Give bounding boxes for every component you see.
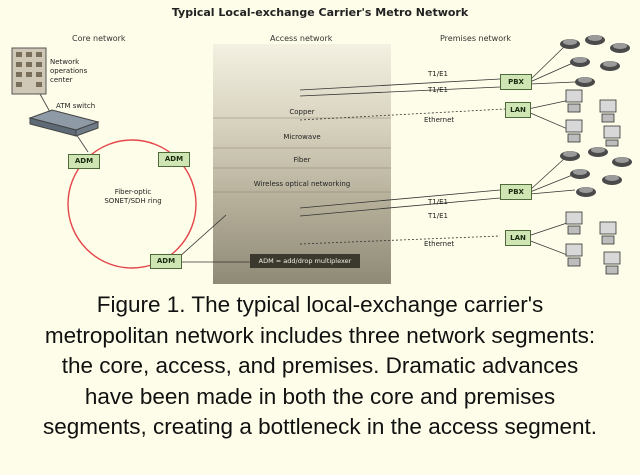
telephone-icon	[575, 77, 595, 87]
caption-line: have been made in both the core and prem…	[84, 383, 556, 409]
figure-caption: Figure 1. The typical local-exchange car…	[0, 290, 640, 443]
computer-icon	[603, 125, 621, 147]
telephone-icon	[576, 187, 596, 197]
link-t1-label: T1/E1	[428, 86, 448, 94]
caption-line: metropolitan network includes three netw…	[44, 322, 596, 348]
diagram-title: Typical Local-exchange Carrier's Metro N…	[171, 6, 469, 19]
premises-network-label: Premises network	[440, 34, 512, 43]
telephone-icon	[612, 157, 632, 167]
computer-icon	[565, 211, 583, 235]
lan-box: LAN	[505, 102, 531, 118]
pbx-box: PBX	[500, 184, 532, 200]
atm-switch-icon	[28, 109, 100, 137]
sonet-ring	[67, 139, 197, 269]
computer-icon	[565, 89, 583, 113]
caption-line: segments, creating a bottleneck in the a…	[42, 414, 598, 439]
link-ethernet-label: Ethernet	[424, 240, 455, 248]
telephone-icon	[610, 43, 630, 53]
noc-building-icon	[11, 47, 47, 95]
telephone-icon	[588, 147, 608, 157]
adm-legend: ADM = add/drop multiplexer	[250, 254, 360, 268]
pbx-box: PBX	[500, 74, 532, 90]
medium-copper: Copper	[289, 108, 315, 116]
adm-box: ADM	[158, 152, 190, 167]
adm-box: ADM	[150, 254, 182, 269]
atm-switch-label: ATM switch	[56, 102, 96, 110]
medium-microwave: Microwave	[283, 133, 321, 141]
telephone-icon	[560, 39, 580, 49]
medium-fiber: Fiber	[293, 156, 311, 164]
telephone-icon	[600, 61, 620, 71]
computer-icon	[565, 243, 583, 267]
medium-wireless-optical: Wireless optical networking	[253, 180, 351, 188]
ring-label: Fiber-optic SONET/SDH ring	[104, 188, 162, 205]
caption-line: Figure 1. The typical local-exchange car…	[96, 292, 544, 317]
link-t1-label: T1/E1	[428, 70, 448, 78]
lan-box: LAN	[505, 230, 531, 246]
telephone-icon	[570, 169, 590, 179]
adm-box: ADM	[68, 154, 100, 169]
telephone-icon	[602, 175, 622, 185]
link-t1-label: T1/E1	[428, 212, 448, 220]
noc-label: Network operations center	[50, 58, 88, 84]
link-ethernet-label: Ethernet	[424, 116, 455, 124]
telephone-icon	[570, 57, 590, 67]
telephone-icon	[585, 35, 605, 45]
computer-icon	[565, 119, 583, 143]
computer-icon	[599, 99, 617, 123]
computer-icon	[603, 251, 621, 275]
link-t1-label: T1/E1	[428, 198, 448, 206]
access-network-label: Access network	[270, 34, 333, 43]
caption-line: the core, access, and premises. Dramatic…	[61, 353, 579, 378]
computer-icon	[599, 221, 617, 245]
core-network-label: Core network	[72, 34, 126, 43]
telephone-icon	[560, 151, 580, 161]
diagram-drawing	[11, 35, 632, 275]
